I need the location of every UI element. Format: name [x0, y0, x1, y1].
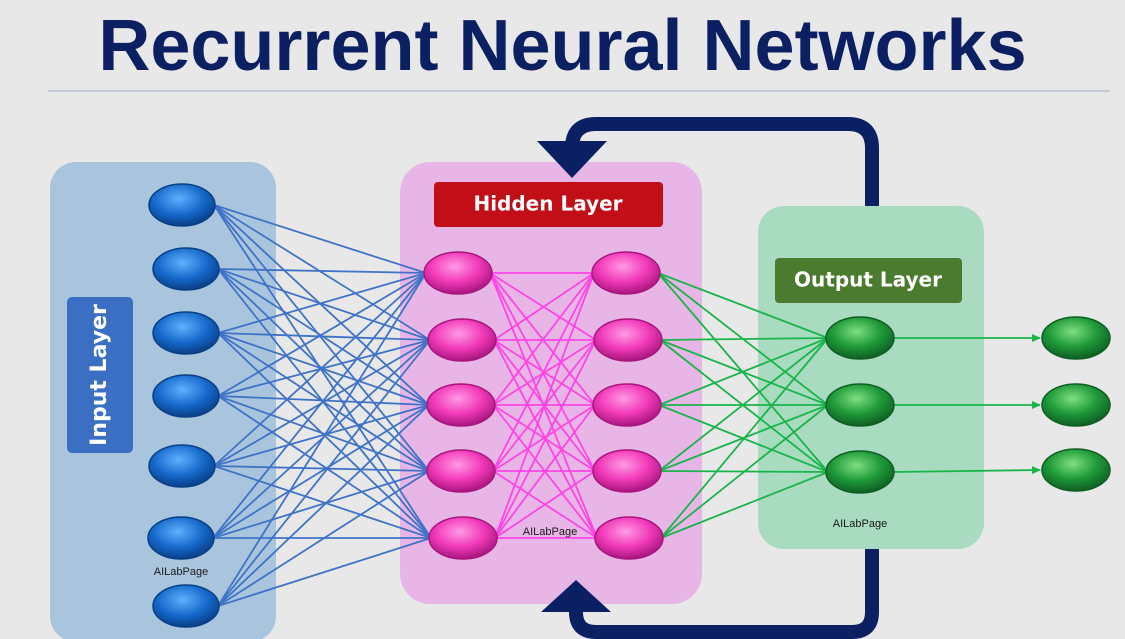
edge-input-hidden: [213, 204, 431, 341]
watermark-hidden: AILabPage: [523, 526, 577, 538]
edge-hidden-hidden: [494, 339, 597, 539]
edge-hidden-output: [659, 337, 829, 341]
edge-input-hidden: [217, 268, 431, 341]
hidden-node: [592, 449, 662, 493]
hidden-node: [594, 516, 664, 560]
title-divider: [48, 90, 1110, 92]
edge-input-hidden: [217, 395, 430, 472]
hidden-node: [428, 516, 498, 560]
edge-hidden-output: [660, 404, 829, 539]
input-layer-label-text: Input Layer: [87, 304, 112, 446]
edge-hidden-hidden: [494, 470, 596, 539]
input-node: [147, 516, 215, 560]
input-nodes: [147, 183, 220, 628]
edge-hidden-output: [658, 337, 829, 472]
edge-hidden-hidden: [492, 272, 595, 406]
edge-input-hidden: [217, 332, 431, 341]
edge-hidden-hidden: [492, 404, 596, 472]
edge-hidden-output: [658, 337, 829, 406]
recurrent-arrow: [565, 117, 879, 639]
hidden-to-hidden-edges: [489, 272, 598, 539]
edge-input-hidden: [213, 204, 427, 274]
edge-hidden-hidden: [493, 272, 595, 341]
edge-input-hidden: [217, 272, 427, 607]
edge-input-hidden: [213, 465, 432, 539]
edge-hidden-output: [659, 339, 829, 406]
input-node: [148, 183, 216, 227]
output-to-final-edges: [893, 334, 1041, 475]
hidden-node: [591, 251, 661, 295]
diagram-title: Recurrent Neural Networks: [98, 6, 1027, 86]
edge-hidden-hidden: [494, 404, 596, 539]
edge-input-hidden: [213, 465, 430, 472]
output-node: [825, 383, 895, 427]
edge-hidden-hidden: [494, 272, 595, 539]
hidden-node: [423, 251, 493, 295]
watermark-output: AILabPage: [833, 518, 887, 530]
edge-input-hidden: [213, 404, 430, 467]
edge-hidden-hidden: [492, 339, 597, 406]
edge-input-hidden: [217, 404, 430, 607]
edge-input-hidden: [213, 272, 427, 467]
final-output-node: [1041, 383, 1111, 427]
input-node: [148, 444, 216, 488]
hidden-layer-label: Hidden Layer: [434, 182, 663, 227]
edge-input-hidden: [217, 537, 432, 607]
hidden-to-output-edges: [657, 272, 829, 539]
edge-input-hidden: [217, 272, 427, 397]
hidden-node: [426, 449, 496, 493]
input-to-hidden-edges: [212, 204, 432, 607]
edge-input-hidden: [217, 339, 431, 397]
edge-hidden-output: [657, 272, 829, 339]
hidden-node: [427, 318, 497, 362]
edge-hidden-output: [660, 337, 829, 539]
input-layer-label: Input Layer: [67, 297, 133, 453]
input-node: [152, 584, 220, 628]
final-output-node: [1041, 316, 1111, 360]
edge-input-hidden: [217, 470, 430, 607]
output-node: [825, 316, 895, 360]
edge-input-hidden: [212, 404, 430, 539]
hidden-node: [426, 383, 496, 427]
edge-input-hidden: [217, 272, 427, 334]
edge-input-hidden: [212, 470, 430, 539]
output-layer-label: Output Layer: [775, 258, 962, 303]
edge-input-hidden: [213, 204, 430, 406]
hidden-nodes: [423, 251, 664, 560]
watermark-input: AILabPage: [154, 566, 208, 578]
input-node: [152, 247, 220, 291]
edge-input-hidden: [217, 339, 431, 607]
input-node: [152, 374, 220, 418]
hidden-node: [593, 318, 663, 362]
recurrent-arrowhead-up: [541, 580, 611, 612]
output-nodes: [825, 316, 895, 494]
output-node: [825, 450, 895, 494]
edge-hidden-output: [659, 339, 829, 473]
recurrent-arrowhead-down: [537, 141, 607, 178]
input-node: [152, 311, 220, 355]
output-layer-label-text: Output Layer: [794, 268, 942, 292]
edge-input-hidden: [212, 272, 427, 539]
edge-hidden-hidden: [492, 272, 595, 472]
hidden-layer-label-text: Hidden Layer: [473, 192, 622, 216]
final-output-nodes: [1041, 316, 1111, 492]
edge-hidden-output: [660, 471, 829, 539]
edge-input-hidden: [217, 395, 432, 539]
edge-output-final: [893, 466, 1041, 475]
final-output-node: [1041, 448, 1111, 492]
edge-input-hidden: [217, 268, 427, 274]
hidden-node: [592, 383, 662, 427]
